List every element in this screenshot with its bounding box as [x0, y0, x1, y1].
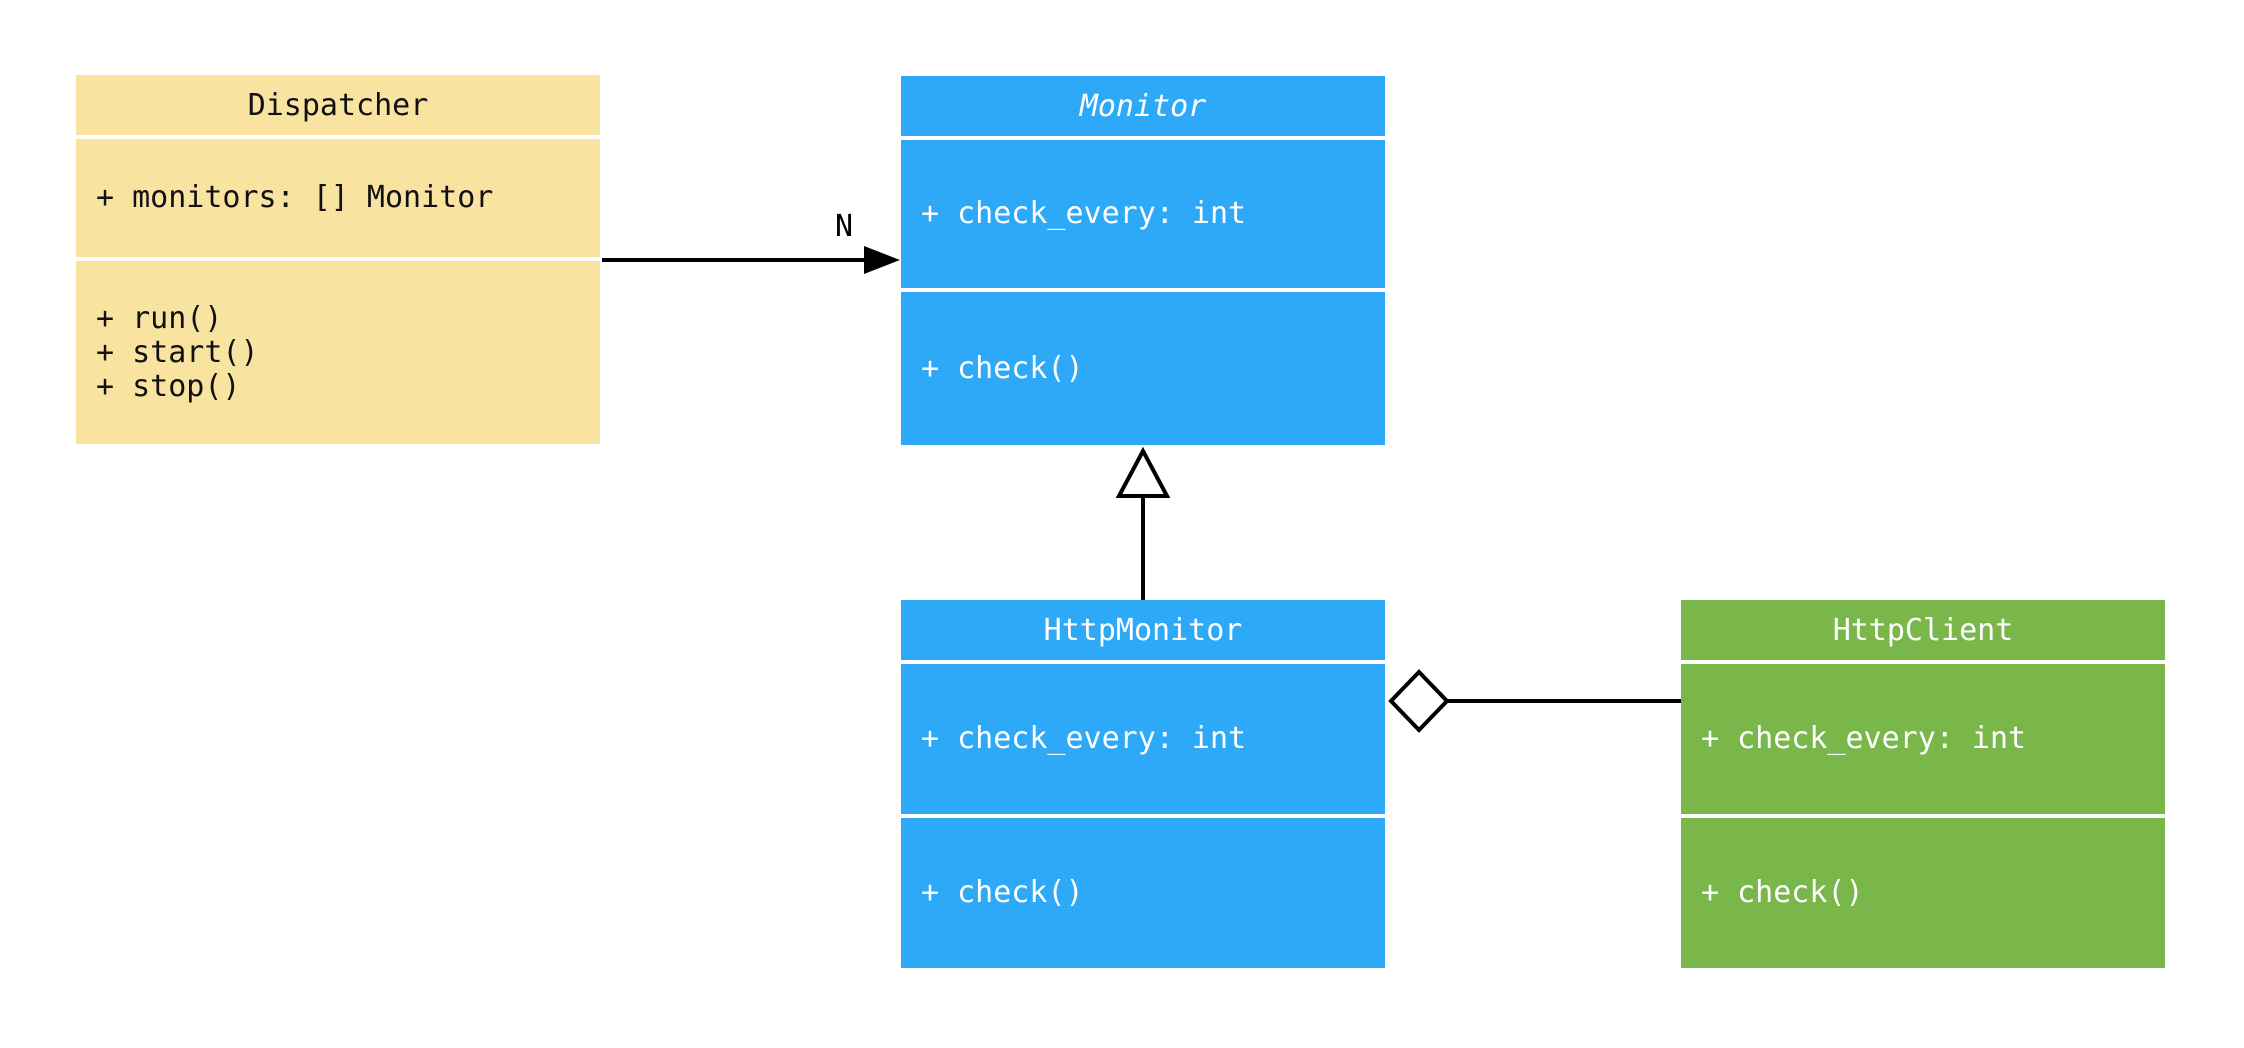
class-title: HttpClient [1681, 600, 2165, 660]
class-box-httpclient: HttpClient + check_every: int + check() [1681, 600, 2165, 968]
method-line: + check() [921, 350, 1084, 386]
method-line: + start() [96, 334, 259, 370]
attribute-line: + check_every: int [1701, 721, 2027, 756]
class-box-httpmonitor: HttpMonitor + check_every: int + check() [901, 600, 1385, 968]
inheritance-triangle-icon [1115, 446, 1171, 498]
class-attributes: + check_every: int [1681, 664, 2165, 814]
attribute-line: + check_every: int [921, 196, 1247, 231]
class-methods: + check() [1681, 818, 2165, 968]
class-methods: + check() [901, 292, 1385, 445]
method-line: + check() [1701, 875, 1864, 910]
class-title: Dispatcher [76, 75, 600, 135]
class-attributes: + check_every: int [901, 664, 1385, 814]
class-methods: + check() [901, 818, 1385, 968]
aggregation-diamond-icon [1388, 669, 1450, 733]
method-line: + check() [921, 875, 1084, 910]
class-methods: + run() + start() + stop() [76, 261, 600, 444]
class-title: Monitor [901, 76, 1385, 136]
class-title: HttpMonitor [901, 600, 1385, 660]
class-attributes: + check_every: int [901, 140, 1385, 288]
multiplicity-label: N [834, 209, 854, 244]
class-box-monitor: Monitor + check_every: int + check() [901, 76, 1385, 445]
class-box-dispatcher: Dispatcher + monitors: [] Monitor + run(… [76, 75, 600, 444]
attribute-line: + check_every: int [921, 721, 1247, 756]
association-arrowhead-icon [864, 246, 900, 274]
method-line: + stop() [96, 368, 241, 404]
class-attributes: + monitors: [] Monitor [76, 139, 600, 257]
attribute-line: + monitors: [] Monitor [96, 180, 494, 215]
method-line: + run() [96, 300, 223, 336]
